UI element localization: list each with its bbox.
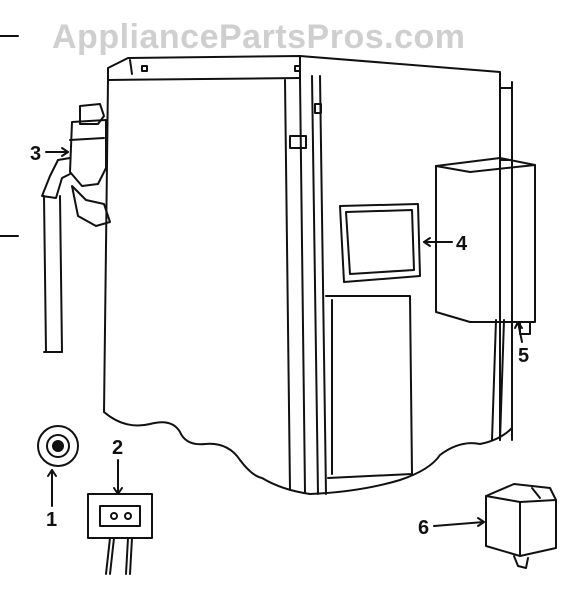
control-box [435,149,536,441]
leader-line-6 [433,521,485,527]
callout-1: 1 [46,509,57,531]
callout-2: 2 [112,437,123,459]
callout-4: 4 [456,233,468,255]
callout-6: 6 [418,517,429,539]
callout-3: 3 [30,143,41,165]
callout-5: 5 [518,345,529,367]
watermark-logo: AppliancePartsPros.com [52,18,466,56]
leader-line-5 [517,321,523,343]
grommet [37,425,79,467]
window-assembly [339,203,421,283]
relay [485,483,557,569]
water-valve [41,103,111,353]
terminal-block [87,493,153,575]
washer-cabinet [103,55,513,495]
